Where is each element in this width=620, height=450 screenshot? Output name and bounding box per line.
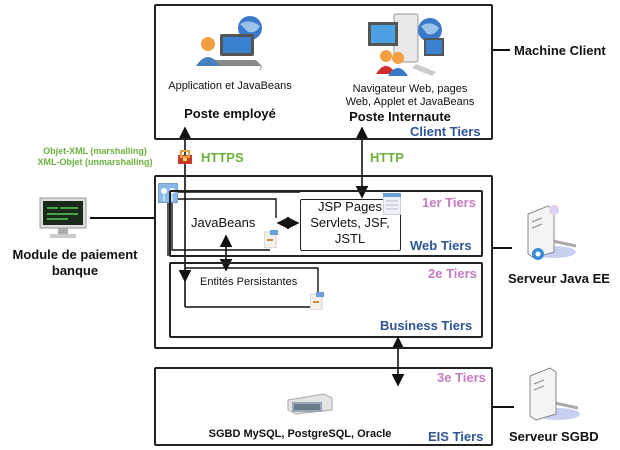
internaut-caption-line1: Navigateur Web, pages <box>352 83 468 95</box>
http-label: HTTP <box>370 150 404 165</box>
javaee-server-icon <box>518 200 578 262</box>
lock-icon <box>177 150 193 164</box>
employee-title: Poste employé <box>184 106 276 121</box>
marshalling-line1: Objet-XML (marshalling) <box>43 146 147 156</box>
business-tier-label: Business Tiers <box>380 318 473 333</box>
database-icon <box>286 392 334 416</box>
network-line-2 <box>178 198 277 218</box>
entities-label: Entités Persistantes <box>200 276 298 288</box>
employee-caption: Application et JavaBeans <box>168 80 292 92</box>
eis-tier-number: 3e Tiers <box>437 370 486 385</box>
internaut-title: Poste Internaute <box>349 109 451 124</box>
laptop-user-icon <box>190 10 270 73</box>
marshalling-line2: XML-Objet (unmarshalling) <box>37 157 153 167</box>
bank-module-line2: banque <box>51 263 99 278</box>
sgbd-server-icon <box>520 364 580 424</box>
web-tier-number: 1er Tiers <box>422 195 476 210</box>
web-tier-box <box>169 190 483 257</box>
eis-tier-box <box>154 367 493 446</box>
eis-tier-label: EIS Tiers <box>428 429 484 444</box>
javaee-server-box <box>154 175 493 349</box>
entities-box-right <box>185 267 319 295</box>
javaee-server-label: Serveur Java EE <box>508 271 610 286</box>
desktop-users-icon <box>358 8 458 82</box>
business-tier-box <box>169 262 483 338</box>
jsp-doc-icon <box>382 192 402 216</box>
https-label: HTTPS <box>201 150 244 165</box>
javabeans-label: JavaBeans <box>191 215 256 230</box>
dbms-label: SGBD MySQL, PostgreSQL, Oracle <box>208 428 392 440</box>
internaut-caption-line2: Web, Applet et JavaBeans <box>345 96 475 108</box>
jsp-line1: JSP Pages <box>317 199 383 214</box>
entities-file-icon <box>309 292 324 311</box>
jsp-line3: JSTL <box>334 231 366 246</box>
javabeans-file-icon <box>263 230 278 249</box>
sgbd-server-label: Serveur SGBD <box>509 429 599 444</box>
client-tier-box <box>154 4 493 140</box>
bank-module-line1: Module de paiement <box>12 247 138 262</box>
business-tier-number: 2e Tiers <box>428 266 477 281</box>
jsp-line2: Servlets, JSF, <box>310 215 390 230</box>
machine-client-label: Machine Client <box>514 43 606 58</box>
bank-terminal-icon <box>38 196 88 240</box>
network-line-3 <box>171 203 270 251</box>
jsp-box <box>300 199 401 251</box>
web-tier-label: Web Tiers <box>410 238 472 253</box>
client-tier-label: Client Tiers <box>410 124 481 139</box>
